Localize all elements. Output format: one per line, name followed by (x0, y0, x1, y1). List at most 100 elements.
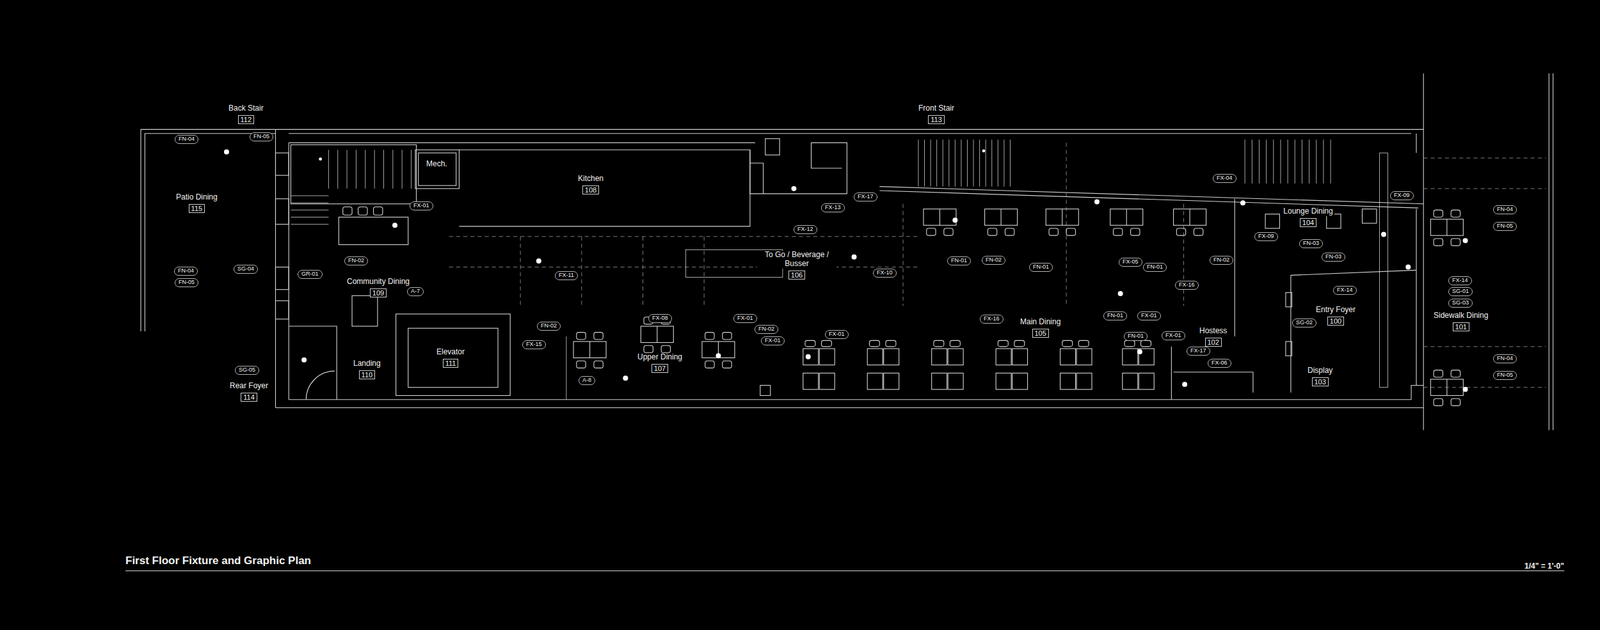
callout-number: FX-14 (1333, 286, 1357, 296)
callout-number: FN-01 (1143, 263, 1167, 272)
callout-number: FX-01 (733, 314, 758, 324)
callout-number: FX-16 (1175, 280, 1199, 290)
room-tag: Back Stair112 (227, 101, 265, 125)
callout-number: FX-08 (648, 314, 672, 324)
walls (140, 73, 1554, 431)
room-number: 111 (442, 359, 459, 368)
callout-number: FN-04 (174, 135, 199, 144)
callout-number: A-7 (407, 287, 424, 297)
room-tag: Lounge Dining104 (1278, 204, 1338, 228)
callout-number: A-8 (578, 376, 596, 386)
callout-number: FN-01 (1029, 263, 1053, 272)
room-number: 108 (582, 185, 600, 195)
room-number: 103 (1312, 377, 1329, 387)
callout-number: FX-09 (1254, 232, 1279, 242)
callout-number: FN-05 (174, 278, 199, 288)
room-name: Lounge Dining (1281, 207, 1334, 217)
callout-number: FX-10 (872, 268, 897, 278)
callout-number: FN-04 (1493, 354, 1517, 364)
room-number: 113 (928, 115, 945, 125)
fixture-dots (224, 149, 1469, 392)
callout-number: FN-03 (1299, 239, 1323, 249)
callout-number: FN-04 (174, 266, 198, 276)
callout-number: FX-14 (1448, 276, 1472, 286)
room-name: Rear Foyer (228, 382, 270, 392)
room-name: Kitchen (576, 174, 605, 184)
room-name: Front Stair (917, 104, 956, 114)
room-tag: Display103 (1306, 364, 1334, 388)
callout-number: FN-02 (1209, 256, 1234, 265)
room-tag: Entry Foyer100 (1314, 303, 1357, 327)
callout-number: SG-04 (233, 264, 258, 274)
callout-number: FX-17 (1186, 346, 1211, 356)
scale-note: 1/4" = 1'-0" (1524, 561, 1565, 571)
room-name: Main Dining (1018, 318, 1062, 328)
callout-number: FN-01 (1103, 311, 1128, 321)
room-tag: Main Dining105 (1018, 315, 1062, 339)
room-tag: Front Stair113 (917, 101, 956, 125)
room-number: 109 (369, 288, 387, 298)
room-number: 100 (1327, 316, 1344, 326)
callout-number: FX-05 (1118, 257, 1143, 267)
room-name: Patio Dining (174, 193, 219, 203)
room-tag: Upper Dining107 (636, 350, 684, 374)
callout-number: FN-04 (1493, 205, 1517, 215)
room-number: 106 (788, 270, 806, 280)
room-name: Back Stair (227, 104, 265, 114)
room-tag: Rear Foyer114 (228, 379, 270, 403)
room-number: 101 (1452, 322, 1470, 332)
callout-number: FX-04 (1212, 174, 1237, 184)
callout-number: FX-13 (821, 203, 845, 213)
room-tag: Hostess102 (1198, 324, 1229, 348)
callout-number: FX-11 (554, 271, 578, 281)
room-tag: Elevator111 (435, 345, 466, 369)
room-tag: Patio Dining115 (174, 190, 219, 214)
callout-number: FX-15 (522, 340, 546, 350)
callout-number: SG-01 (1448, 287, 1473, 297)
callout-number: FN-02 (344, 256, 368, 266)
room-name: To Go / Beverage / Busser (757, 250, 837, 269)
callout-number: FX-01 (760, 336, 785, 346)
room-name: Hostess (1198, 327, 1229, 336)
callout-number: FX-17 (853, 192, 878, 202)
callout-number: FX-09 (1390, 191, 1414, 201)
callout-number: GR-01 (297, 270, 323, 280)
room-name: Upper Dining (636, 353, 684, 363)
room-name: Elevator (435, 348, 466, 358)
room-tag: Sidewalk Dining101 (1432, 309, 1490, 333)
room-name: Sidewalk Dining (1432, 311, 1490, 321)
room-tag: Landing110 (352, 357, 383, 381)
callout-number: FX-16 (979, 314, 1004, 324)
room-number: 110 (359, 370, 376, 380)
callout-number: FN-05 (1493, 222, 1517, 232)
room-name: Display (1306, 366, 1334, 376)
callout-number: FX-12 (793, 225, 818, 235)
room-name: Mech. (424, 160, 449, 169)
room-tag: Mech. (424, 157, 449, 169)
callout-number: FX-01 (409, 201, 434, 211)
callout-number: FN-03 (1321, 252, 1346, 262)
room-tag: To Go / Beverage / Busser106 (757, 250, 837, 281)
room-number: 102 (1205, 337, 1222, 347)
room-number: 107 (651, 364, 669, 374)
callout-number: SG-03 (1448, 298, 1473, 308)
callout-number: SG-05 (234, 366, 260, 376)
plan-title: First Floor Fixture and Graphic Plan (125, 554, 312, 568)
callout-number: FX-06 (1207, 359, 1232, 368)
room-number: 114 (240, 392, 258, 402)
callout-number: FN-02 (536, 321, 561, 331)
room-number: 104 (1299, 218, 1317, 228)
room-name: Community Dining (345, 277, 411, 287)
callout-number: FN-02 (981, 256, 1006, 265)
title-rule (125, 570, 1565, 572)
room-number: 115 (188, 204, 206, 214)
callout-number: FX-01 (1137, 311, 1161, 321)
room-number: 105 (1032, 328, 1049, 338)
room-tag: Community Dining109 (345, 275, 411, 299)
callout-number: FX-01 (1161, 331, 1186, 341)
callout-number: FN-01 (1123, 332, 1148, 342)
callout-number: FN-05 (249, 132, 274, 142)
room-tag: Kitchen108 (576, 172, 605, 196)
